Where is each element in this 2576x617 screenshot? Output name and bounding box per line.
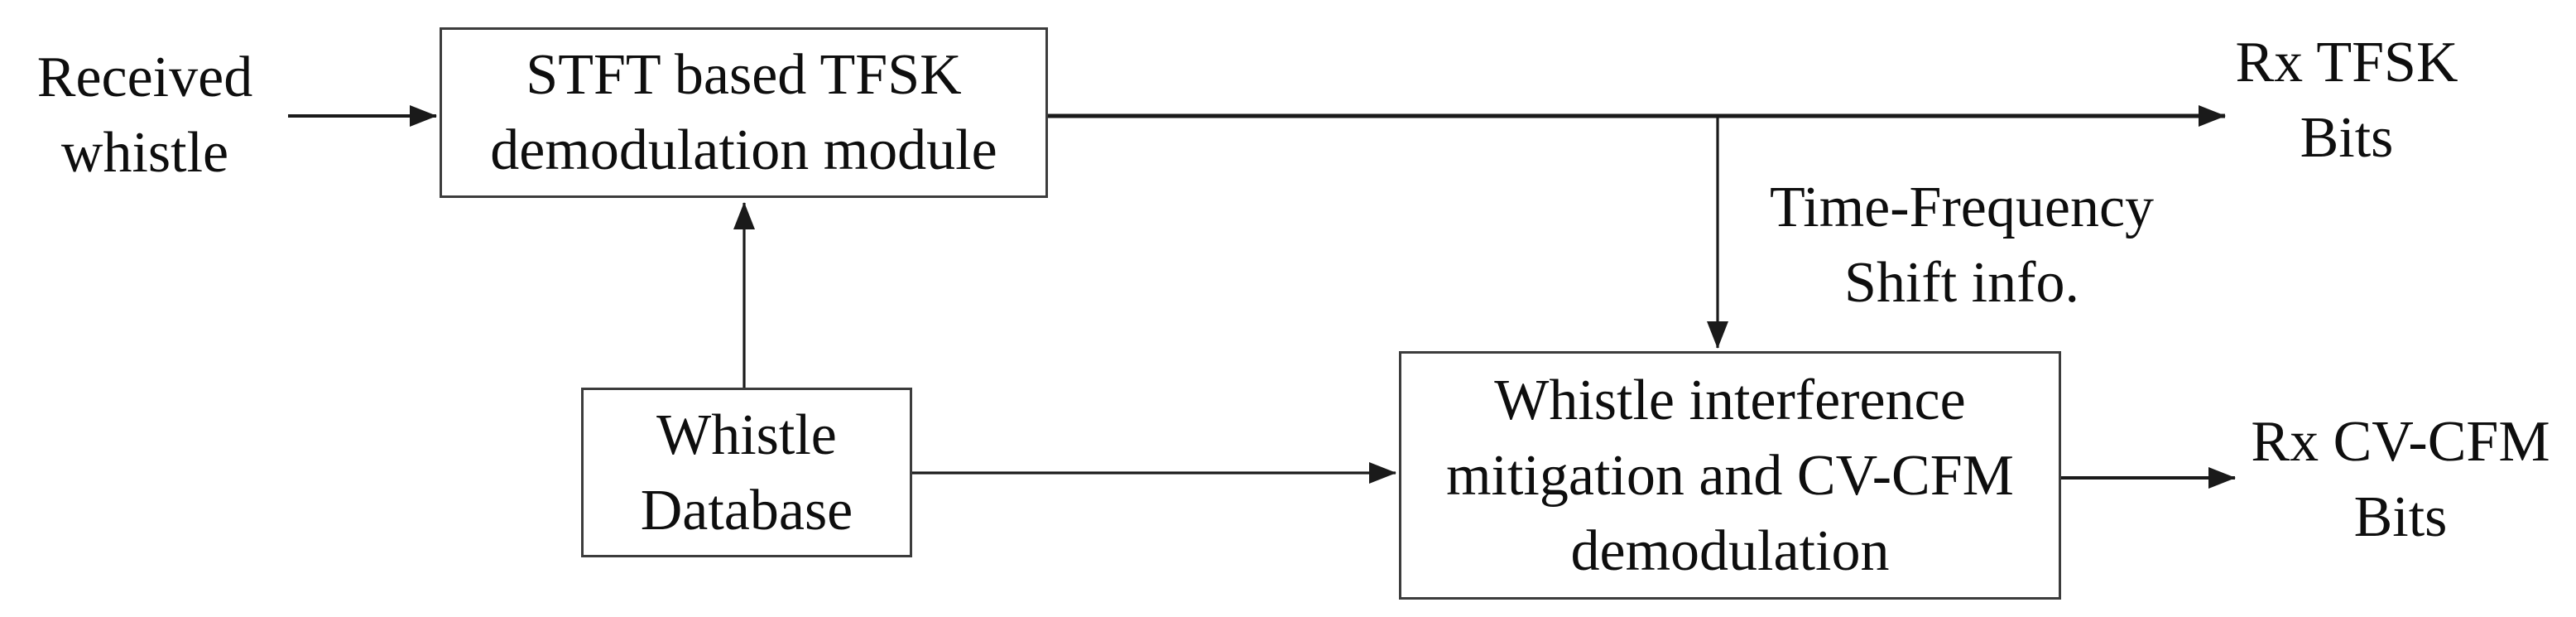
node-whistle-database: Whistle Database [581, 388, 912, 557]
label-time-frequency-shift-info: Time-Frequency Shift info. [1769, 176, 2155, 315]
label-rx-cvcfm-bits: Rx CV-CFM Bits [2251, 410, 2550, 549]
node-whistle-interference-mitigation: Whistle interference mitigation and CV-C… [1399, 351, 2061, 600]
node-stft-demodulation: STFT based TFSK demodulation module [440, 27, 1048, 198]
label-rx-tfsk-bits: Rx TFSK Bits [2235, 31, 2458, 170]
label-received-whistle: Received whistle [36, 46, 253, 185]
